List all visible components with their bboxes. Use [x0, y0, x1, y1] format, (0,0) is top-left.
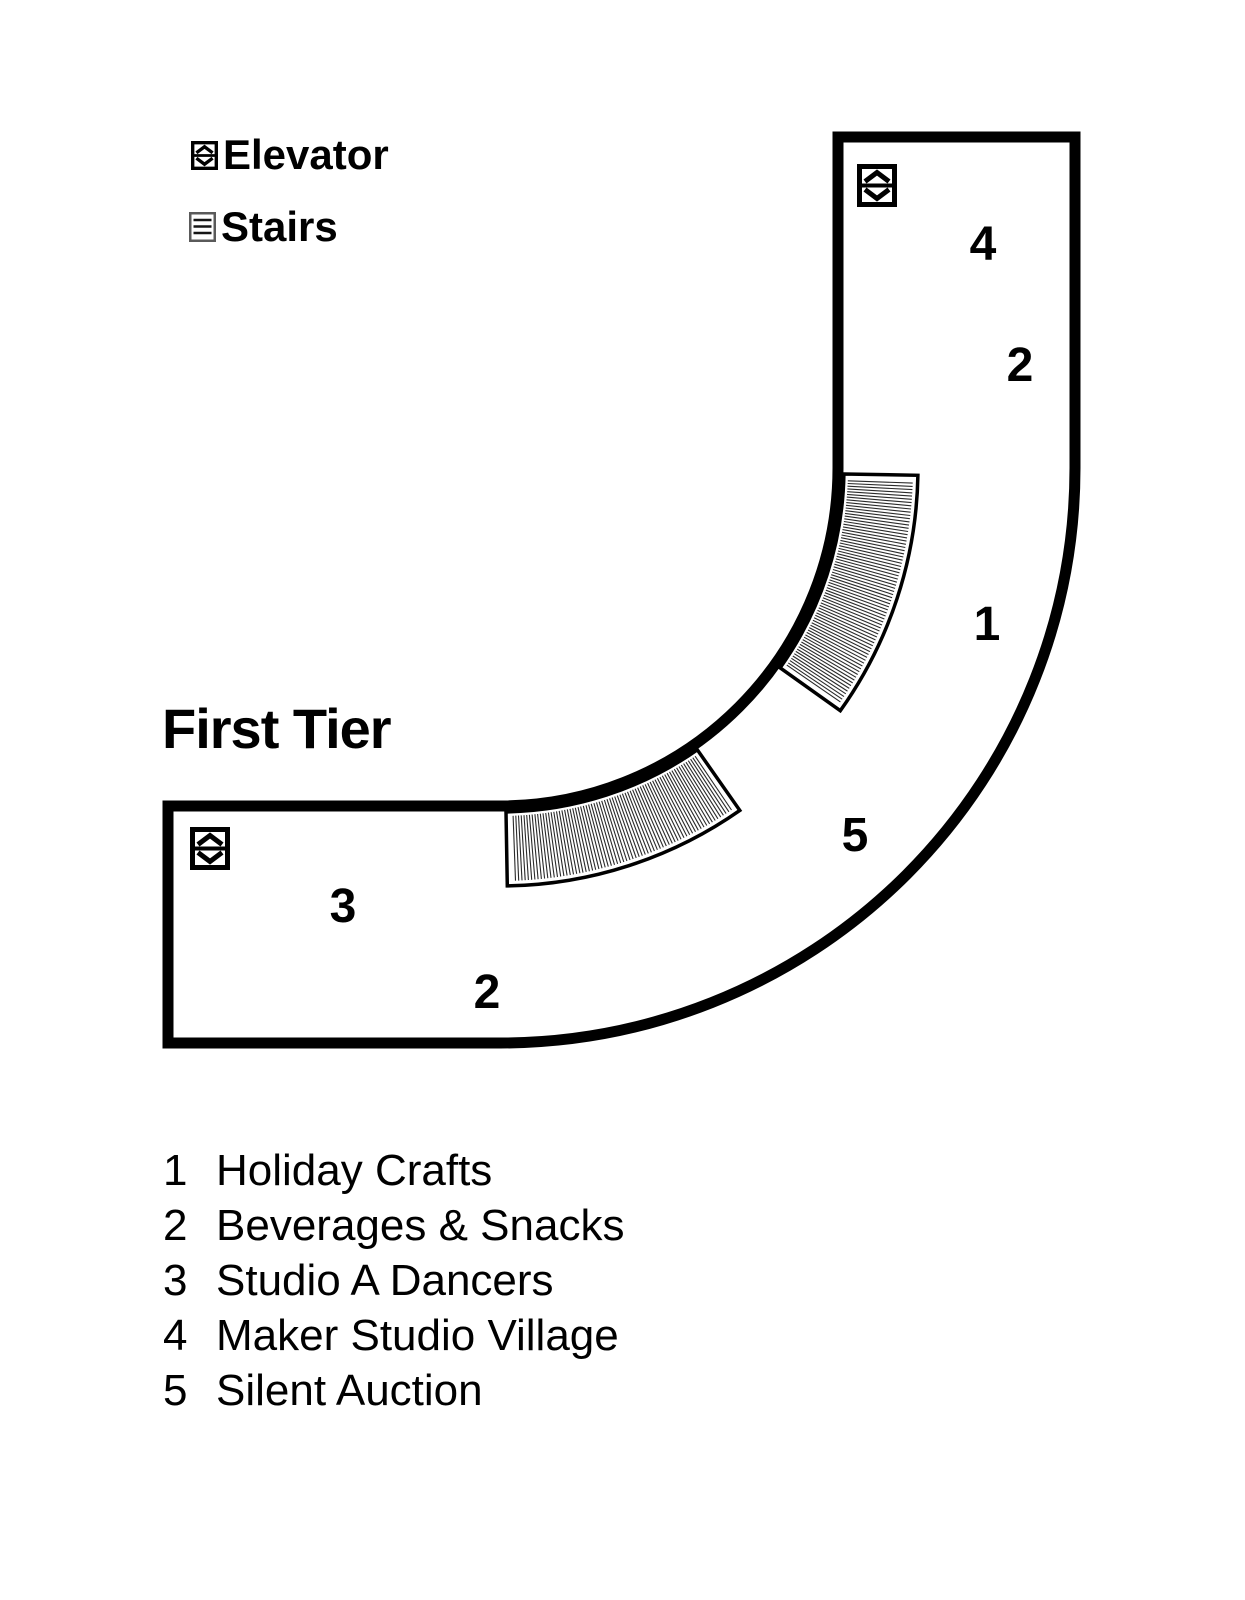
- key-number: 4: [163, 1310, 188, 1360]
- elevator-icon: [857, 164, 897, 207]
- key-label: Beverages & Snacks: [216, 1200, 625, 1250]
- key-number: 2: [163, 1200, 188, 1250]
- key-number: 5: [163, 1365, 188, 1415]
- plan-label-3: 3: [329, 880, 357, 933]
- elevator-icon: [190, 827, 230, 870]
- tier-outline: [162, 131, 1081, 1049]
- key-label: Studio A Dancers: [216, 1255, 554, 1305]
- legend-stairs-label: Stairs: [221, 203, 338, 250]
- key-number: 3: [163, 1255, 188, 1305]
- key-row: 5 Silent Auction: [163, 1363, 624, 1418]
- legend-elevator: Elevator: [191, 134, 389, 176]
- legend-elevator-label: Elevator: [223, 131, 389, 178]
- key-row: 1 Holiday Crafts: [163, 1143, 624, 1198]
- stairs-hatch-upper: [786, 480, 913, 703]
- legend-stairs: Stairs: [189, 206, 338, 248]
- key-row: 2 Beverages & Snacks: [163, 1198, 624, 1253]
- key-row: 4 Maker Studio Village: [163, 1308, 624, 1363]
- key-label: Holiday Crafts: [216, 1145, 493, 1195]
- key-label: Silent Auction: [216, 1365, 483, 1415]
- plan-label-2-lower: 2: [473, 966, 501, 1019]
- plan-label-5: 5: [841, 809, 869, 862]
- plan-label-1: 1: [973, 598, 1001, 651]
- plan-label-2-upper: 2: [1006, 339, 1034, 392]
- page-title: First Tier: [162, 697, 392, 760]
- key-label: Maker Studio Village: [216, 1310, 619, 1360]
- plan-label-4: 4: [969, 218, 997, 271]
- stairs-icon: [189, 212, 216, 242]
- stairs-area-lower: [504, 747, 743, 888]
- location-key: 1 Holiday Crafts 2 Beverages & Snacks 3 …: [163, 1143, 624, 1418]
- key-row: 3 Studio A Dancers: [163, 1253, 624, 1308]
- stairs-hatch-lower: [512, 755, 732, 881]
- key-number: 1: [163, 1145, 188, 1195]
- elevator-icon: [191, 140, 218, 170]
